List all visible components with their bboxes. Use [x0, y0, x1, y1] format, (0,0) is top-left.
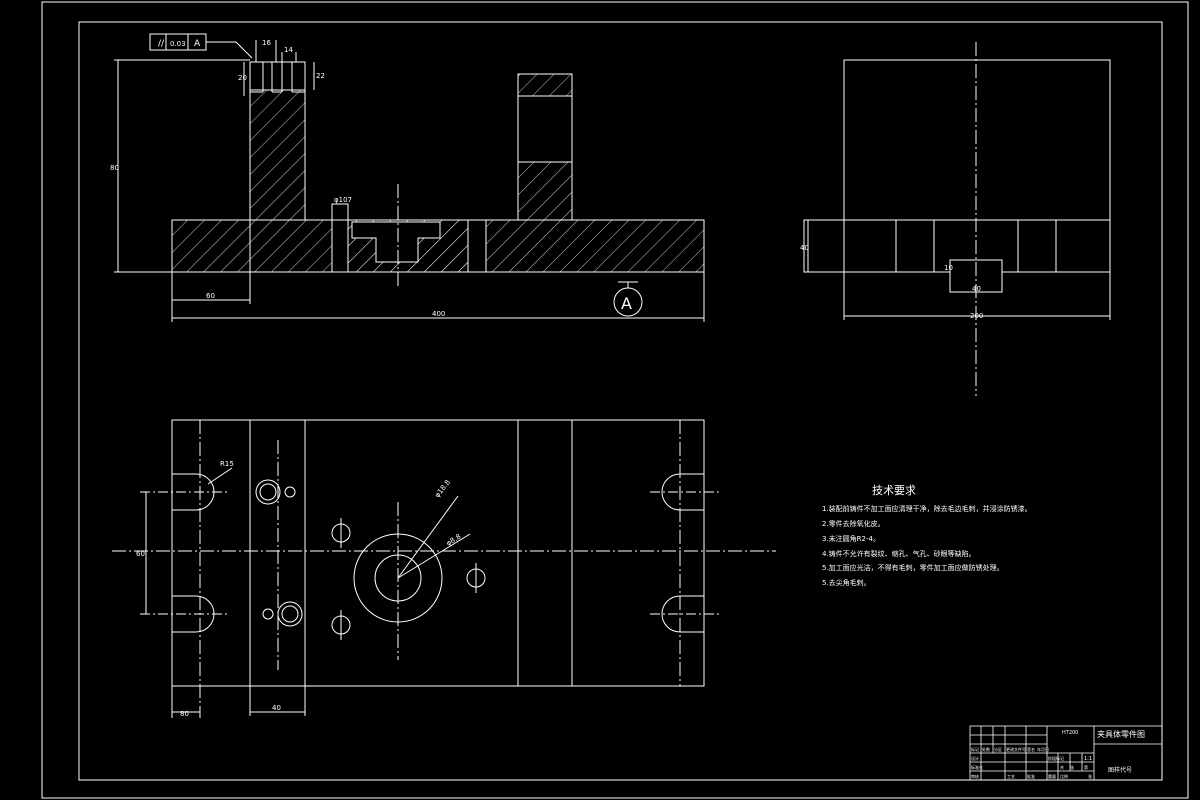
tech-note-5: 5.加工面应光洁，不得有毛刺，零件加工面应做防锈处理。 [822, 563, 1004, 572]
dim-slot-depth-left: 20 [238, 74, 247, 82]
side-dim-slot-width: 40 [972, 285, 981, 293]
title-block-cell: 比例 [1060, 773, 1068, 779]
dim-total-length: 400 [432, 310, 445, 318]
tech-note-2: 2.零件去除氧化皮。 [822, 519, 885, 528]
tech-notes-title: 技术要求 [872, 484, 916, 497]
title-block-cell: 重量 [1048, 773, 1056, 779]
title-block-cell: 更改文件号 [1006, 746, 1026, 752]
tech-note-3: 3.未注圆角R2-4。 [822, 534, 880, 543]
title-block-cell: 阶段标记 [1048, 755, 1064, 761]
title-material: HT200 [1062, 730, 1078, 736]
title-block-cell: 审核 [971, 773, 979, 779]
right-slot-top [661, 473, 704, 511]
tolerance-symbol: // [158, 39, 165, 49]
dim-slot-width: 16 [262, 39, 271, 47]
title-block-cell: 标记 [971, 746, 979, 752]
inner-frame [78, 21, 1163, 781]
top-view [112, 419, 776, 718]
dim-hole-callout: φ107 [334, 196, 352, 204]
tech-note-4: 4.铸件不允许有裂纹、缩孔、气孔、砂眼等缺陷。 [822, 549, 976, 558]
side-dim-slot-height: 10 [944, 264, 953, 272]
top-dim-hole-small: φ8.8 [445, 533, 463, 548]
tech-note-6: 5.去尖角毛刺。 [822, 578, 871, 587]
top-dim-block-width: 40 [272, 704, 281, 712]
side-dim-width: 200 [970, 312, 983, 320]
side-dim-height: 40 [800, 244, 809, 252]
right-boss-bottom [517, 161, 573, 221]
dim-slot-depth-right: 22 [316, 72, 325, 80]
title-block-cell: 处数 [982, 746, 990, 752]
top-dim-slot-spacing: 60 [136, 550, 145, 558]
outer-border [41, 1, 1189, 799]
dim-total-height: 80 [110, 164, 119, 172]
post-top [249, 61, 306, 91]
title-block-cell: 签名 [1027, 746, 1035, 752]
title-scale: 1:1 [1084, 756, 1092, 762]
right-boss-bore [517, 95, 573, 163]
left-post-section [249, 89, 306, 221]
top-dim-hole-big: φ18.8 [433, 478, 452, 499]
title-block-cell: 张 [1088, 773, 1092, 779]
title-block-cells: 标记处数分区更改文件号签名年月日设计标准化阶段标记重量比例审核工艺批准共张第张 [971, 746, 1092, 779]
tolerance-value: 0.03 [170, 40, 186, 48]
side-outline-upper [843, 59, 1111, 221]
front-view [114, 33, 705, 322]
title-block-cell: 工艺 [1007, 774, 1015, 779]
title-block-cell: 设计 [971, 755, 979, 761]
title-block-cell: 分区 [994, 746, 1002, 752]
title-drawing-code: 图样代号 [1108, 766, 1132, 774]
tolerance-frame [149, 33, 207, 51]
top-dim-slot-radius: R15 [220, 460, 234, 468]
side-view [803, 42, 1111, 396]
title-block-cell: 标准化 [971, 764, 983, 770]
right-slot-bottom [661, 595, 704, 633]
title-block-cell: 年月日 [1037, 746, 1049, 752]
title-block-cell: 共 [1060, 764, 1064, 770]
title-block [969, 725, 1163, 781]
title-drawing-name: 夹具体零件图 [1097, 729, 1145, 739]
title-block-cell: 第 [1084, 764, 1088, 770]
dim-left-offset: 60 [206, 292, 215, 300]
right-boss-top [517, 73, 573, 97]
top-dim-edge-left: 80 [180, 710, 189, 718]
view-marker-label: A [621, 294, 632, 313]
dim-slot-gap: 14 [284, 46, 293, 54]
tech-note-1: 1.装配前铸件不加工面应清理干净，除去毛边毛刺，并浸涂防锈漆。 [822, 504, 1032, 513]
top-outline [171, 419, 705, 687]
title-block-cell: 张 [1070, 764, 1074, 770]
title-block-cell: 批准 [1027, 773, 1035, 779]
tolerance-datum: A [194, 39, 201, 49]
